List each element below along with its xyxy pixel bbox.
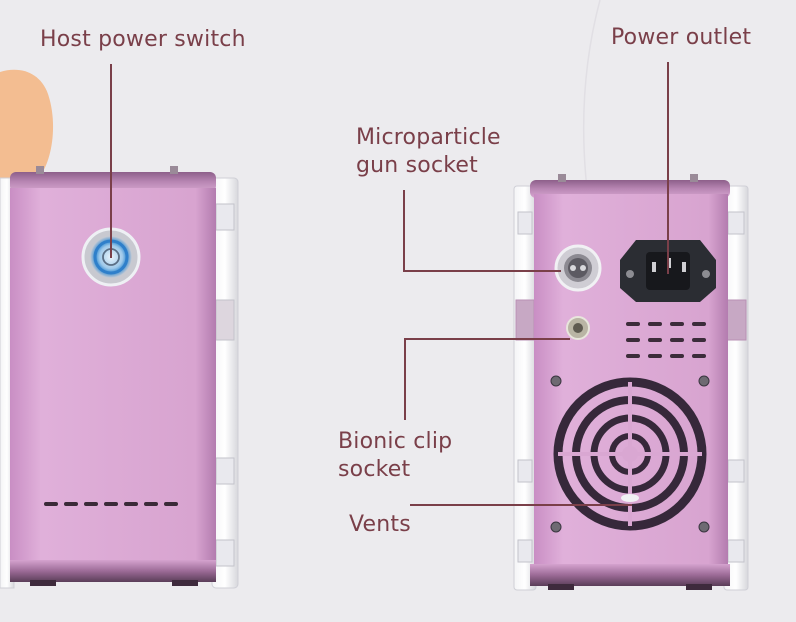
- callout-line-bionic-clip-h: [404, 338, 570, 340]
- bionic-clip-socket-icon: [566, 316, 590, 340]
- label-bionic-clip-socket: Bionic clip socket: [338, 428, 452, 484]
- callout-line-power-outlet: [667, 62, 669, 274]
- label-microparticle-gun-socket: Microparticle gun socket: [356, 124, 501, 180]
- label-microparticle-line2: gun socket: [356, 153, 478, 178]
- label-bionic-clip-line2: socket: [338, 457, 411, 482]
- label-vents: Vents: [349, 512, 411, 537]
- label-bionic-clip-line1: Bionic clip: [338, 429, 453, 454]
- label-microparticle-line1: Microparticle: [356, 125, 501, 150]
- label-host-power-switch: Host power switch: [40, 27, 246, 52]
- fan-grille-icon: [553, 377, 707, 531]
- gun-socket-icon: [554, 244, 602, 292]
- callout-line-bionic-clip-v: [404, 338, 406, 420]
- callout-line-power-switch: [110, 64, 112, 258]
- decorative-blob: [0, 69, 54, 190]
- device-front-view: [0, 166, 239, 589]
- device-back-view: [513, 174, 749, 591]
- front-vent-slots: [44, 502, 178, 506]
- callout-line-gun-socket-v: [403, 190, 405, 272]
- callout-line-gun-socket-h: [403, 270, 561, 272]
- callout-line-vents: [410, 504, 632, 506]
- panel-screws: [550, 375, 710, 533]
- label-power-outlet: Power outlet: [611, 25, 752, 50]
- rear-vent-slots: [626, 322, 706, 358]
